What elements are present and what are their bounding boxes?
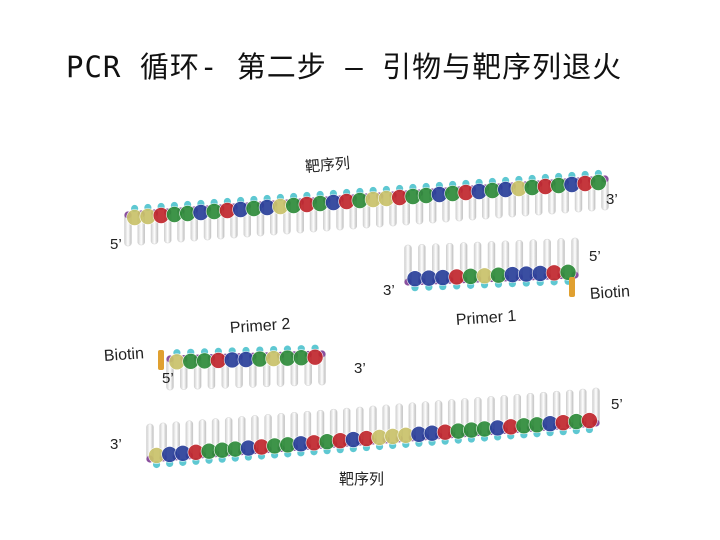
primer-2-strand — [166, 344, 326, 391]
primer-2-5prime-label: 5’ — [162, 370, 174, 387]
nucleotide-base — [517, 265, 535, 283]
nucleotide-base — [545, 264, 563, 282]
primer-2-biotin-tag — [158, 350, 164, 370]
nucleotide-base — [306, 348, 324, 366]
target-sequence-label-top: 靶序列 — [304, 154, 351, 176]
nucleotide-base — [462, 268, 479, 285]
primer-1-biotin-tag — [569, 277, 575, 297]
nucleotide-base — [476, 267, 493, 285]
target-strand-top — [124, 169, 609, 247]
primer-1-3prime-label: 3’ — [383, 282, 395, 299]
nucleotide-base — [448, 268, 466, 286]
target-sequence-label-bottom: 靶序列 — [339, 470, 385, 488]
nucleotide-base — [406, 270, 424, 288]
bottom-strand-3prime-label: 3’ — [110, 436, 122, 453]
nucleotide-base — [559, 263, 577, 281]
target-strand-bottom — [146, 387, 600, 469]
nucleotide-base — [590, 174, 607, 191]
nucleotide-base — [531, 265, 549, 282]
nucleotide-base — [490, 266, 507, 284]
top-strand-3prime-label: 3’ — [606, 191, 618, 208]
primer-1-5prime-label: 5’ — [589, 248, 601, 265]
primer-1-biotin-label: Biotin — [589, 283, 631, 303]
nucleotide-base — [420, 269, 438, 287]
bottom-strand-5prime-label: 5’ — [611, 396, 623, 413]
nucleotide-base — [504, 266, 521, 283]
primer-2-3prime-label: 3’ — [354, 360, 366, 377]
primer-1-strand — [404, 237, 579, 292]
nucleotide-base — [581, 412, 598, 429]
top-strand-5prime-label: 5’ — [110, 236, 122, 253]
page-title: PCR 循环- 第二步 – 引物与靶序列退火 — [66, 50, 623, 84]
nucleotide-base — [434, 269, 452, 286]
primer-2-biotin-label: Biotin — [103, 345, 145, 365]
